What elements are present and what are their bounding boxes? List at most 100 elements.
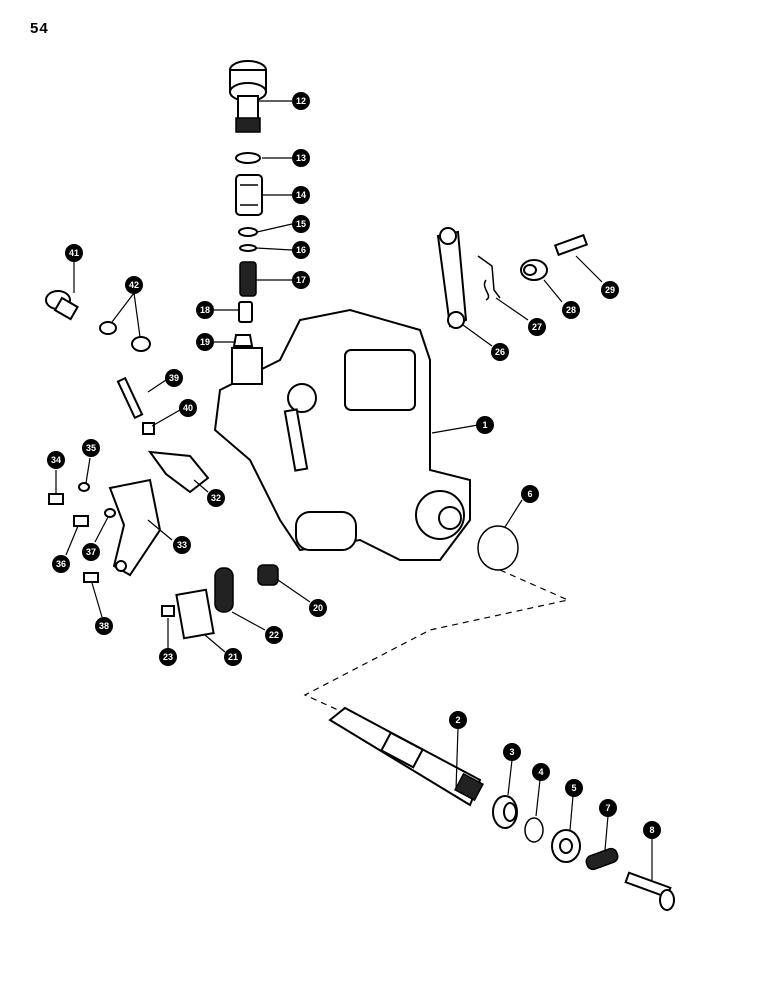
callout-32: 32 [207,489,225,507]
callout-40-label: 40 [183,403,193,413]
callout-3-label: 3 [509,747,514,757]
callout-16-label: 16 [296,245,306,255]
callout-7-label: 7 [605,803,610,813]
callout-12: 12 [292,92,310,110]
callout-18: 18 [196,301,214,319]
callout-23-label: 23 [163,652,173,662]
injection-pump-body-1 [213,308,471,561]
ring-15 [238,227,258,237]
callout-29: 29 [601,281,619,299]
ring-4 [524,817,544,843]
nut-5 [551,829,581,863]
callout-34: 34 [47,451,65,469]
spring-22 [214,567,234,613]
callout-27-label: 27 [532,322,542,332]
bolt-8 [624,871,675,911]
callout-26: 26 [491,343,509,361]
callout-12-label: 12 [296,96,306,106]
callout-39-label: 39 [169,373,179,383]
washer-13 [235,152,261,164]
spring-17 [239,261,257,297]
callout-41-label: 41 [69,248,79,258]
callout-35-label: 35 [86,443,96,453]
callout-41: 41 [65,244,83,262]
lever-26 [436,227,468,329]
cap-19 [232,334,254,347]
callout-37-label: 37 [86,547,96,557]
callout-33: 33 [173,536,191,554]
callout-36-label: 36 [56,559,66,569]
pin-18 [238,301,253,323]
screw-23 [161,605,175,617]
plate-21 [175,588,215,640]
callout-15-label: 15 [296,219,306,229]
washer-42b [131,336,151,352]
callout-13-label: 13 [296,153,306,163]
callout-4: 4 [532,763,550,781]
washer-42a [99,321,117,335]
callout-22: 22 [265,626,283,644]
callout-22-label: 22 [269,630,279,640]
callout-8-label: 8 [649,825,654,835]
screw-39 [116,376,144,420]
drive-shaft-2 [328,706,484,807]
bushing-3 [492,795,518,829]
callout-28: 28 [562,301,580,319]
callout-27: 27 [528,318,546,336]
callout-14-label: 14 [296,190,306,200]
callout-2-label: 2 [455,715,460,725]
callout-15: 15 [292,215,310,233]
bushing-28 [520,259,548,281]
callout-13: 13 [292,149,310,167]
spring-27 [477,255,501,301]
callout-8: 8 [643,821,661,839]
callout-28-label: 28 [566,305,576,315]
callout-38-label: 38 [99,621,109,631]
screw-36 [73,515,89,527]
plug-20 [257,564,279,586]
callout-16: 16 [292,241,310,259]
spring-7 [585,847,619,871]
screw-34 [48,493,64,505]
callout-37: 37 [82,543,100,561]
callout-21-label: 21 [228,652,238,662]
callout-33-label: 33 [177,540,187,550]
callout-42: 42 [125,276,143,294]
callout-5: 5 [565,779,583,797]
callout-17: 17 [292,271,310,289]
nut-40 [142,422,155,435]
callout-6: 6 [521,485,539,503]
callout-2: 2 [449,711,467,729]
callout-1-label: 1 [482,420,487,430]
leader-lines [55,100,653,880]
callout-40: 40 [179,399,197,417]
callout-1: 1 [476,416,494,434]
bracket-32 [147,450,210,494]
callout-4-label: 4 [538,767,543,777]
callout-38: 38 [95,617,113,635]
callout-29-label: 29 [605,285,615,295]
callout-32-label: 32 [211,493,221,503]
callout-7: 7 [599,799,617,817]
callout-34-label: 34 [51,455,61,465]
plate-33 [108,478,162,577]
callout-23: 23 [159,648,177,666]
page-number: 54 [30,20,49,37]
callout-3: 3 [503,743,521,761]
ring-16 [239,244,257,252]
washer-37 [104,508,116,518]
callout-20: 20 [309,599,327,617]
delivery-valve-holder [229,60,267,133]
callout-5-label: 5 [571,783,576,793]
callout-26-label: 26 [495,347,505,357]
callout-39: 39 [165,369,183,387]
callout-18-label: 18 [200,305,210,315]
callout-6-label: 6 [527,489,532,499]
callout-21: 21 [224,648,242,666]
callout-19: 19 [196,333,214,351]
callout-42-label: 42 [129,280,139,290]
screw-29 [553,233,589,257]
barrel-14 [235,174,263,216]
callout-14: 14 [292,186,310,204]
